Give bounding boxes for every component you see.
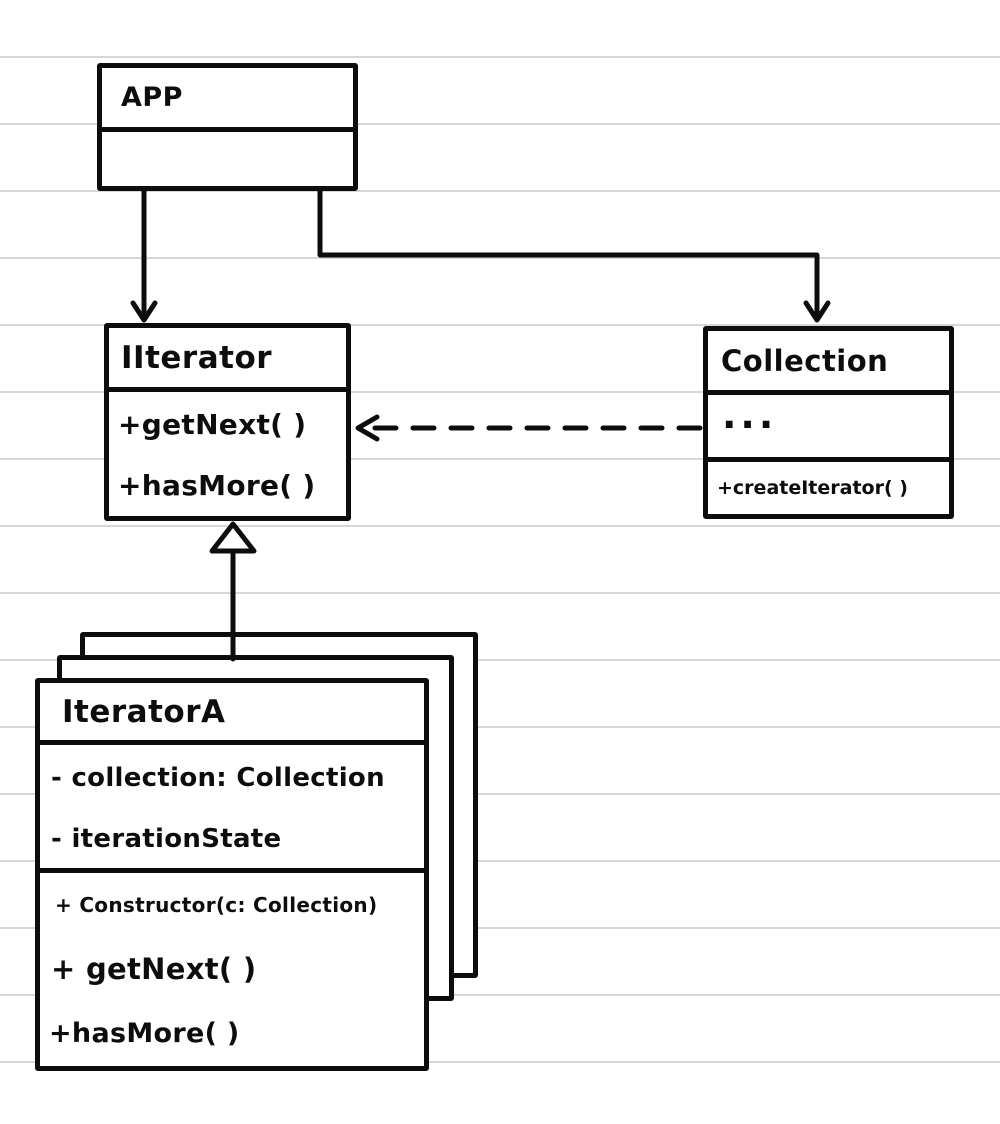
method-constructor: + Constructor(c: Collection) (55, 893, 378, 917)
method-hasmore: +hasMore( ) (118, 469, 316, 502)
attribute-ellipsis: ... (722, 393, 778, 437)
class-title-collection: Collection (721, 343, 889, 378)
methods-compartment-iterator-a: + Constructor(c: Collection) + getNext( … (40, 868, 424, 1066)
attribute-iterationstate: - iterationState (51, 823, 282, 854)
class-title-iiterator: IIterator (121, 339, 273, 376)
hollow-triangle-arrowhead-icon (209, 521, 257, 554)
method-getnext-a: + getNext( ) (51, 952, 257, 986)
class-title-app: APP (121, 82, 183, 113)
method-createiterator: +createIterator( ) (717, 477, 908, 499)
attributes-compartment-iterator-a: - collection: Collection - iterationStat… (40, 740, 424, 868)
methods-compartment-collection: +createIterator( ) (708, 457, 949, 514)
attribute-collection: - collection: Collection (51, 762, 385, 793)
method-hasmore-a: +hasMore( ) (49, 1017, 240, 1049)
class-box-collection[interactable]: Collection ... +createIterator( ) (703, 326, 954, 519)
method-getnext: +getNext( ) (118, 408, 307, 441)
class-title-iterator-a: IteratorA (62, 693, 226, 730)
class-body-app-empty (102, 127, 353, 186)
app-to-collection-arrowhead-icon (803, 300, 831, 323)
attributes-compartment-collection: ... (708, 390, 949, 457)
methods-compartment-iiterator: +getNext( ) +hasMore( ) (109, 387, 346, 516)
app-to-collection-arrow-line[interactable] (317, 188, 820, 319)
class-box-iterator-a[interactable]: IteratorA - collection: Collection - ite… (35, 678, 429, 1071)
class-box-app[interactable]: APP (97, 63, 358, 191)
app-to-iiterator-arrowhead-icon (130, 300, 158, 323)
collection-to-iiterator-arrowhead-icon (355, 414, 380, 442)
class-box-iiterator[interactable]: IIterator +getNext( ) +hasMore( ) (104, 323, 351, 521)
